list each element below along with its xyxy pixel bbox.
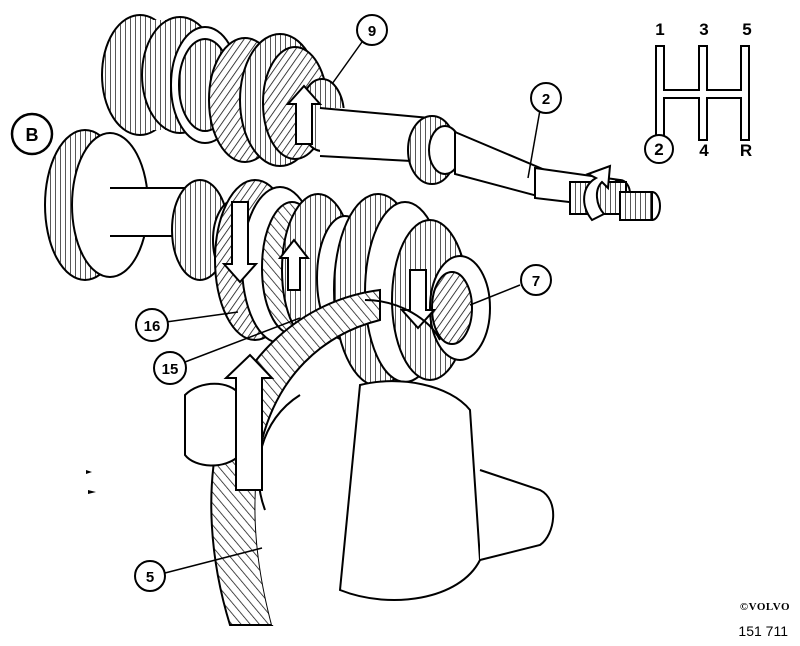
svg-text:9: 9 [368,23,376,40]
svg-text:2: 2 [654,140,663,159]
svg-text:3: 3 [699,20,708,39]
callout-7: 7 [520,264,552,296]
svg-text:2: 2 [542,91,550,108]
svg-text:B: B [26,125,39,145]
mark-2 [88,490,96,494]
callout-9: 9 [356,14,388,46]
svg-text:15: 15 [162,361,179,378]
synchro-arrow-mid [277,238,311,291]
callout-5: 5 [134,560,166,592]
mark-1 [86,470,92,474]
copyright-mark: ©VOLVO [740,601,790,613]
callout-b: B [10,112,54,156]
callout-2: 2 [530,82,562,114]
svg-text:7: 7 [532,273,540,290]
svg-text:1: 1 [655,20,664,39]
leader-lines [164,41,541,574]
callout-16: 16 [135,308,169,342]
svg-text:5: 5 [146,569,154,586]
upper-gear-arrow [285,84,323,145]
svg-text:4: 4 [699,141,709,160]
input-rotation-arrow [583,164,612,222]
svg-text:16: 16 [144,318,161,335]
synchro-arrow-right [399,269,437,330]
shift-pattern: 1 3 5 2 4 R [644,20,752,164]
callout-15: 15 [153,351,187,385]
svg-text:R: R [740,141,752,160]
svg-text:5: 5 [742,20,751,39]
synchro-cluster [214,179,491,387]
figure-number: 151 711 [738,623,788,639]
output-gear-arrow [223,353,275,491]
synchro-arrow-left [221,201,259,284]
